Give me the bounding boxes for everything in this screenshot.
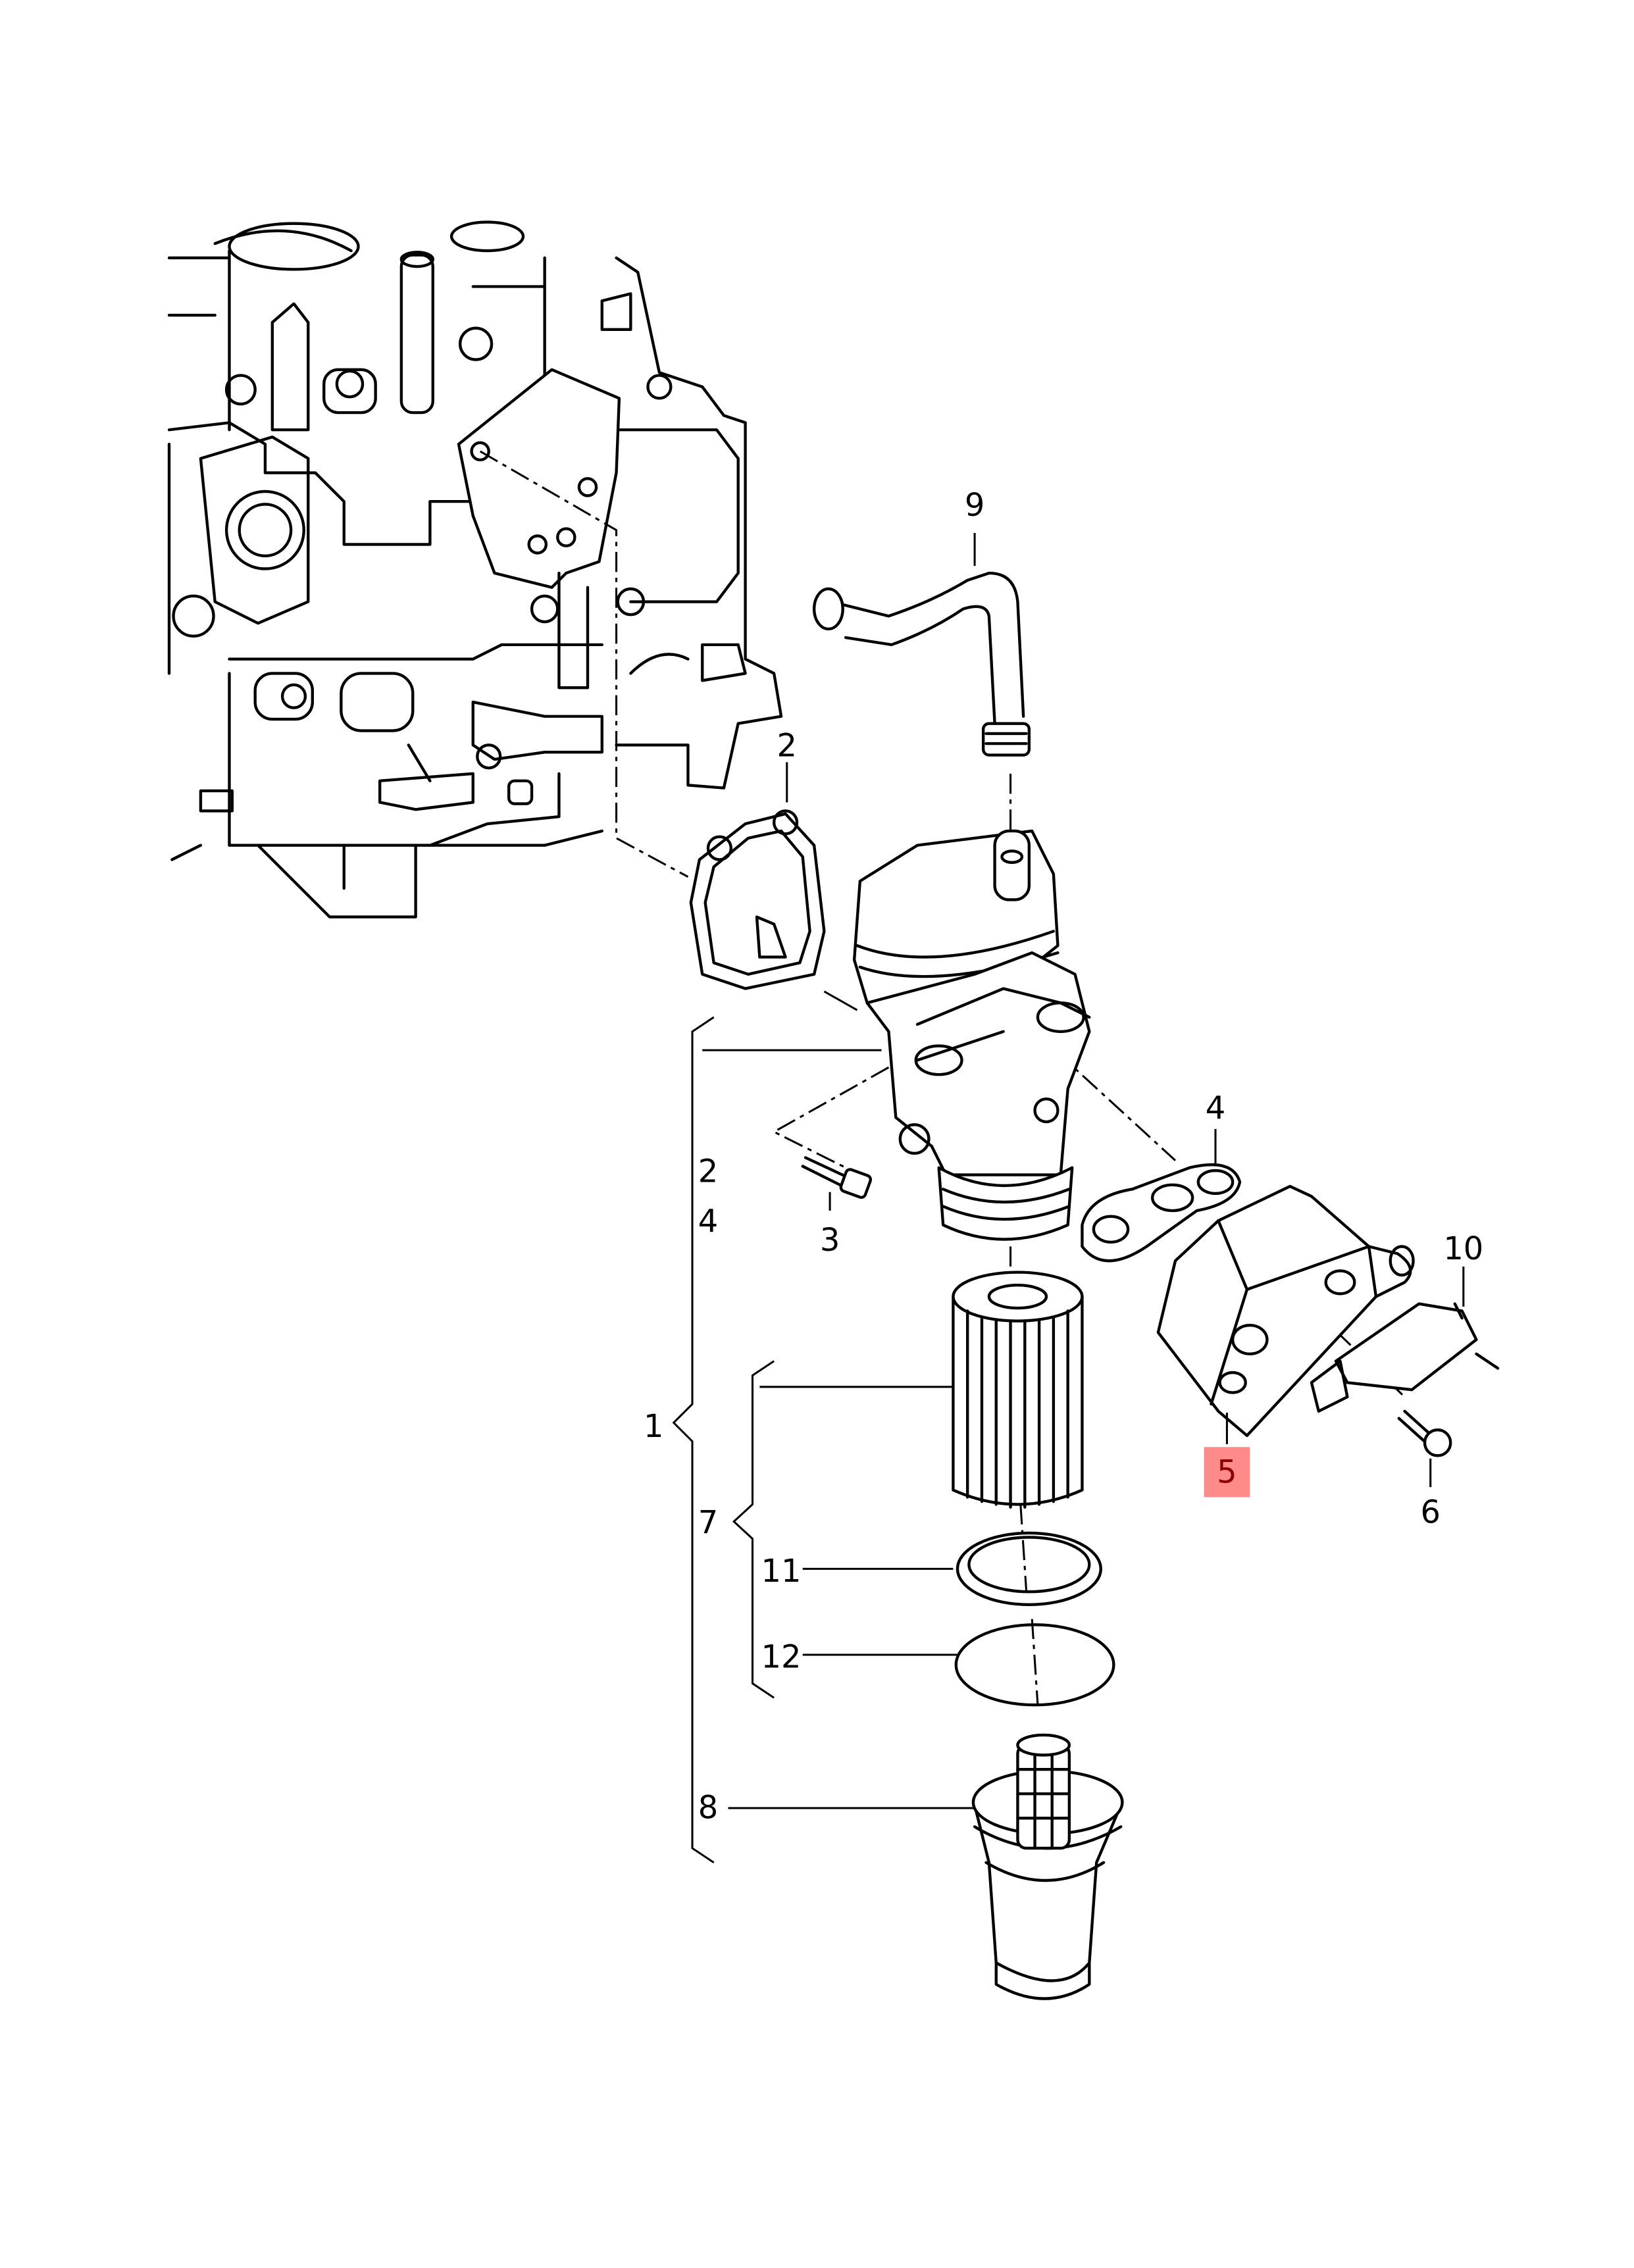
callout-5-highlight bbox=[1204, 1447, 1250, 1498]
callout-6[interactable]: 6 bbox=[1420, 1495, 1440, 1531]
part-7-filter-element bbox=[952, 1271, 1084, 1509]
filter-housing bbox=[852, 829, 1091, 1241]
part-2-gasket bbox=[689, 809, 826, 990]
callout-10[interactable]: 10 bbox=[1443, 1231, 1483, 1267]
callouts: 9 2 2 4 3 4 10 5 6 1 7 11 12 8 bbox=[644, 488, 1483, 1826]
callout-5[interactable]: 5 bbox=[1217, 1455, 1237, 1491]
callout-1[interactable]: 1 bbox=[644, 1409, 663, 1445]
part-11-seal-ring bbox=[956, 1531, 1102, 1606]
part-3-bolt bbox=[801, 1156, 873, 1199]
callout-11[interactable]: 11 bbox=[761, 1553, 802, 1590]
leader-lines bbox=[672, 533, 1465, 1864]
callout-9[interactable]: 9 bbox=[965, 488, 984, 524]
part-10-bracket bbox=[1310, 1302, 1500, 1413]
callout-4-gasket[interactable]: 4 bbox=[1206, 1091, 1225, 1127]
callout-7[interactable]: 7 bbox=[698, 1505, 718, 1541]
part-4-gasket bbox=[1081, 1163, 1242, 1263]
callout-8[interactable]: 8 bbox=[698, 1790, 718, 1826]
part-6-bolt bbox=[1397, 1409, 1452, 1457]
callout-2-kit[interactable]: 2 bbox=[698, 1153, 718, 1190]
engine-block bbox=[167, 220, 783, 919]
part-9-hose bbox=[812, 571, 1031, 757]
callout-4-kit[interactable]: 4 bbox=[698, 1204, 718, 1240]
part-12-o-ring bbox=[954, 1623, 1115, 1707]
part-8-filter-cap bbox=[971, 1733, 1124, 2000]
callout-2-gasket[interactable]: 2 bbox=[777, 728, 797, 765]
part-5-oil-cooler bbox=[1156, 1184, 1415, 1438]
callout-3[interactable]: 3 bbox=[820, 1222, 840, 1259]
callout-12[interactable]: 12 bbox=[761, 1640, 802, 1676]
